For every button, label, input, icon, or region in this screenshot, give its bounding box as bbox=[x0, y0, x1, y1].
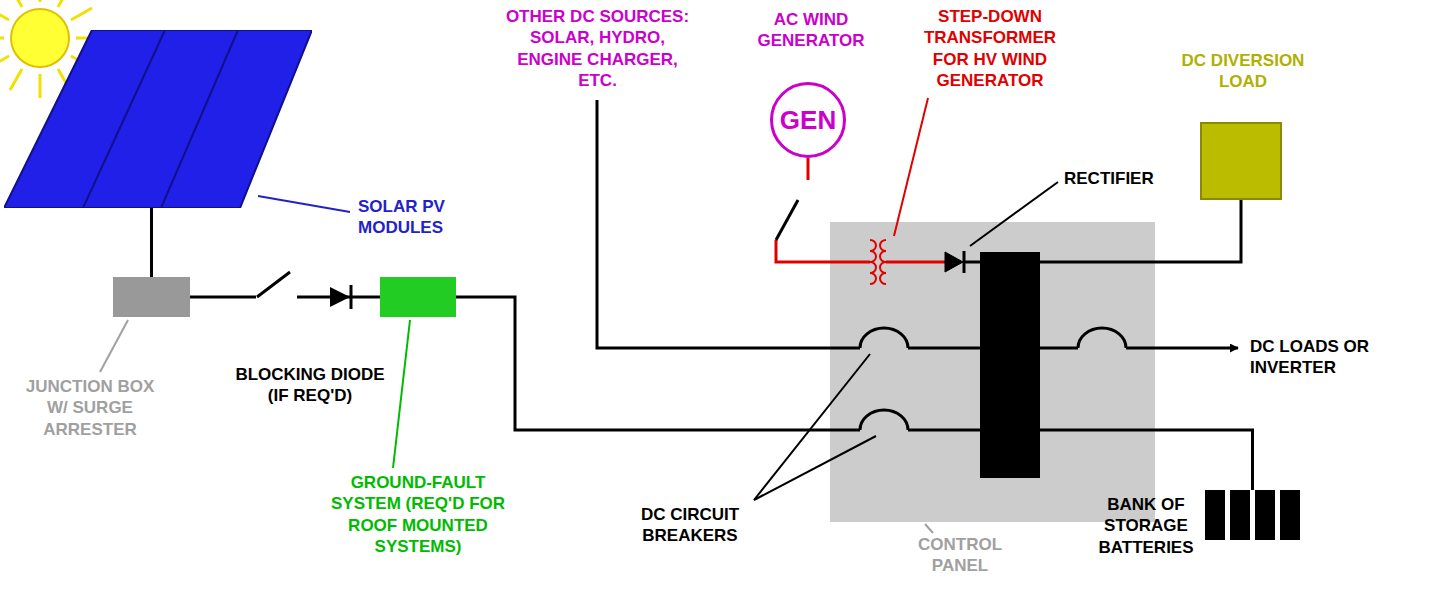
battery-cell bbox=[1230, 490, 1250, 540]
wire-connector bbox=[776, 158, 830, 262]
leader-line bbox=[754, 436, 876, 500]
callout-label: DC CIRCUIT BREAKERS bbox=[615, 504, 765, 547]
dc-wire bbox=[908, 429, 980, 432]
ground-fault-box: GROUND-FAULT SYSTEM (REQ'D FOR ROOF MOUN… bbox=[380, 277, 456, 317]
solar-panel-outline bbox=[4, 30, 312, 208]
dc-wire bbox=[964, 261, 980, 264]
blocking-diode-bar bbox=[350, 285, 353, 309]
control-panel-ground bbox=[830, 222, 1155, 522]
wind-wire bbox=[886, 261, 945, 264]
dc-wire bbox=[1040, 429, 1155, 432]
solar-pv-array: SOLAR PV MODULES bbox=[4, 30, 312, 208]
module-divider bbox=[161, 30, 238, 208]
callout-label: RECTIFIER bbox=[1064, 168, 1174, 189]
dc-wire bbox=[1040, 261, 1155, 264]
wire-connector bbox=[1155, 430, 1253, 490]
wind-generator-circle: AC WIND GENERATORGEN bbox=[770, 82, 846, 158]
dc-wire bbox=[908, 347, 980, 350]
node-label: GEN bbox=[773, 104, 843, 137]
node-label: DC DIVERSION LOAD bbox=[1163, 50, 1323, 93]
rectifier-diode bbox=[945, 252, 963, 272]
sun-ray bbox=[58, 0, 70, 7]
sun-ray bbox=[0, 56, 9, 68]
leader-line bbox=[894, 98, 928, 236]
node-label: JUNCTION BOX W/ SURGE ARRESTER bbox=[20, 376, 160, 440]
callout-label: STEP-DOWN TRANSFORMER FOR HV WIND GENERA… bbox=[915, 6, 1065, 91]
bus-bar bbox=[980, 252, 1040, 478]
dc-wire bbox=[830, 347, 860, 350]
junction-box: JUNCTION BOX W/ SURGE ARRESTER bbox=[113, 277, 190, 317]
sun-ray bbox=[39, 74, 42, 98]
callout-label: DC LOADS OR INVERTER bbox=[1250, 336, 1420, 379]
leader-line bbox=[754, 354, 870, 500]
sun-ray bbox=[0, 8, 9, 20]
battery-cell bbox=[1205, 490, 1225, 540]
dc-wire bbox=[830, 429, 860, 432]
wire-connector bbox=[150, 208, 153, 277]
circuit-breaker-symbol bbox=[860, 328, 908, 348]
diversion-load-box: DC DIVERSION LOAD bbox=[1200, 122, 1282, 200]
circuit-breaker-symbol bbox=[1078, 328, 1126, 348]
wire-connector bbox=[1155, 200, 1241, 262]
dc-wire bbox=[1040, 347, 1078, 350]
leader-line bbox=[970, 182, 1058, 246]
callout-label: OTHER DC SOURCES: SOLAR, HYDRO, ENGINE C… bbox=[500, 6, 695, 91]
solar-panel bbox=[4, 30, 312, 208]
module-divider bbox=[83, 30, 165, 208]
node-label: BANK OF STORAGE BATTERIES bbox=[1093, 494, 1199, 558]
dc-wire bbox=[1126, 347, 1155, 350]
node-label: SOLAR PV MODULES bbox=[358, 196, 470, 239]
sun-ray bbox=[10, 69, 22, 90]
battery-bank: BANK OF STORAGE BATTERIES bbox=[1205, 490, 1300, 540]
callout-label: BLOCKING DIODE (IF REQ'D) bbox=[235, 364, 385, 407]
leader-line bbox=[393, 320, 410, 468]
transformer-primary-coil bbox=[870, 240, 876, 284]
circuit-breaker-symbol bbox=[860, 410, 908, 430]
leader-line bbox=[100, 320, 128, 372]
control-panel-wiring bbox=[754, 98, 1155, 500]
sun-ray bbox=[10, 0, 22, 7]
node-label: AC WIND GENERATOR bbox=[756, 9, 866, 52]
other-sources-wire bbox=[597, 100, 830, 348]
node-label: CONTROL PANEL bbox=[900, 534, 1020, 577]
leader-line bbox=[258, 196, 350, 212]
disconnect-switch bbox=[257, 272, 290, 297]
wire-connector bbox=[456, 297, 830, 430]
sun-ray bbox=[71, 8, 92, 20]
sun-disc bbox=[11, 9, 69, 67]
generator-switch bbox=[776, 200, 798, 240]
battery-cell bbox=[1280, 490, 1300, 540]
leader-line bbox=[925, 524, 933, 533]
dc-loads-arrow bbox=[1155, 347, 1238, 350]
sun-ray bbox=[39, 0, 42, 2]
battery-cell bbox=[1255, 490, 1275, 540]
blocking-diode bbox=[330, 287, 350, 307]
wind-wire bbox=[830, 261, 870, 264]
transformer-secondary-coil bbox=[880, 240, 886, 284]
control-panel: CONTROL PANEL bbox=[830, 222, 1155, 522]
sun-ray bbox=[0, 37, 4, 40]
node-label: GROUND-FAULT SYSTEM (REQ'D FOR ROOF MOUN… bbox=[323, 472, 513, 557]
